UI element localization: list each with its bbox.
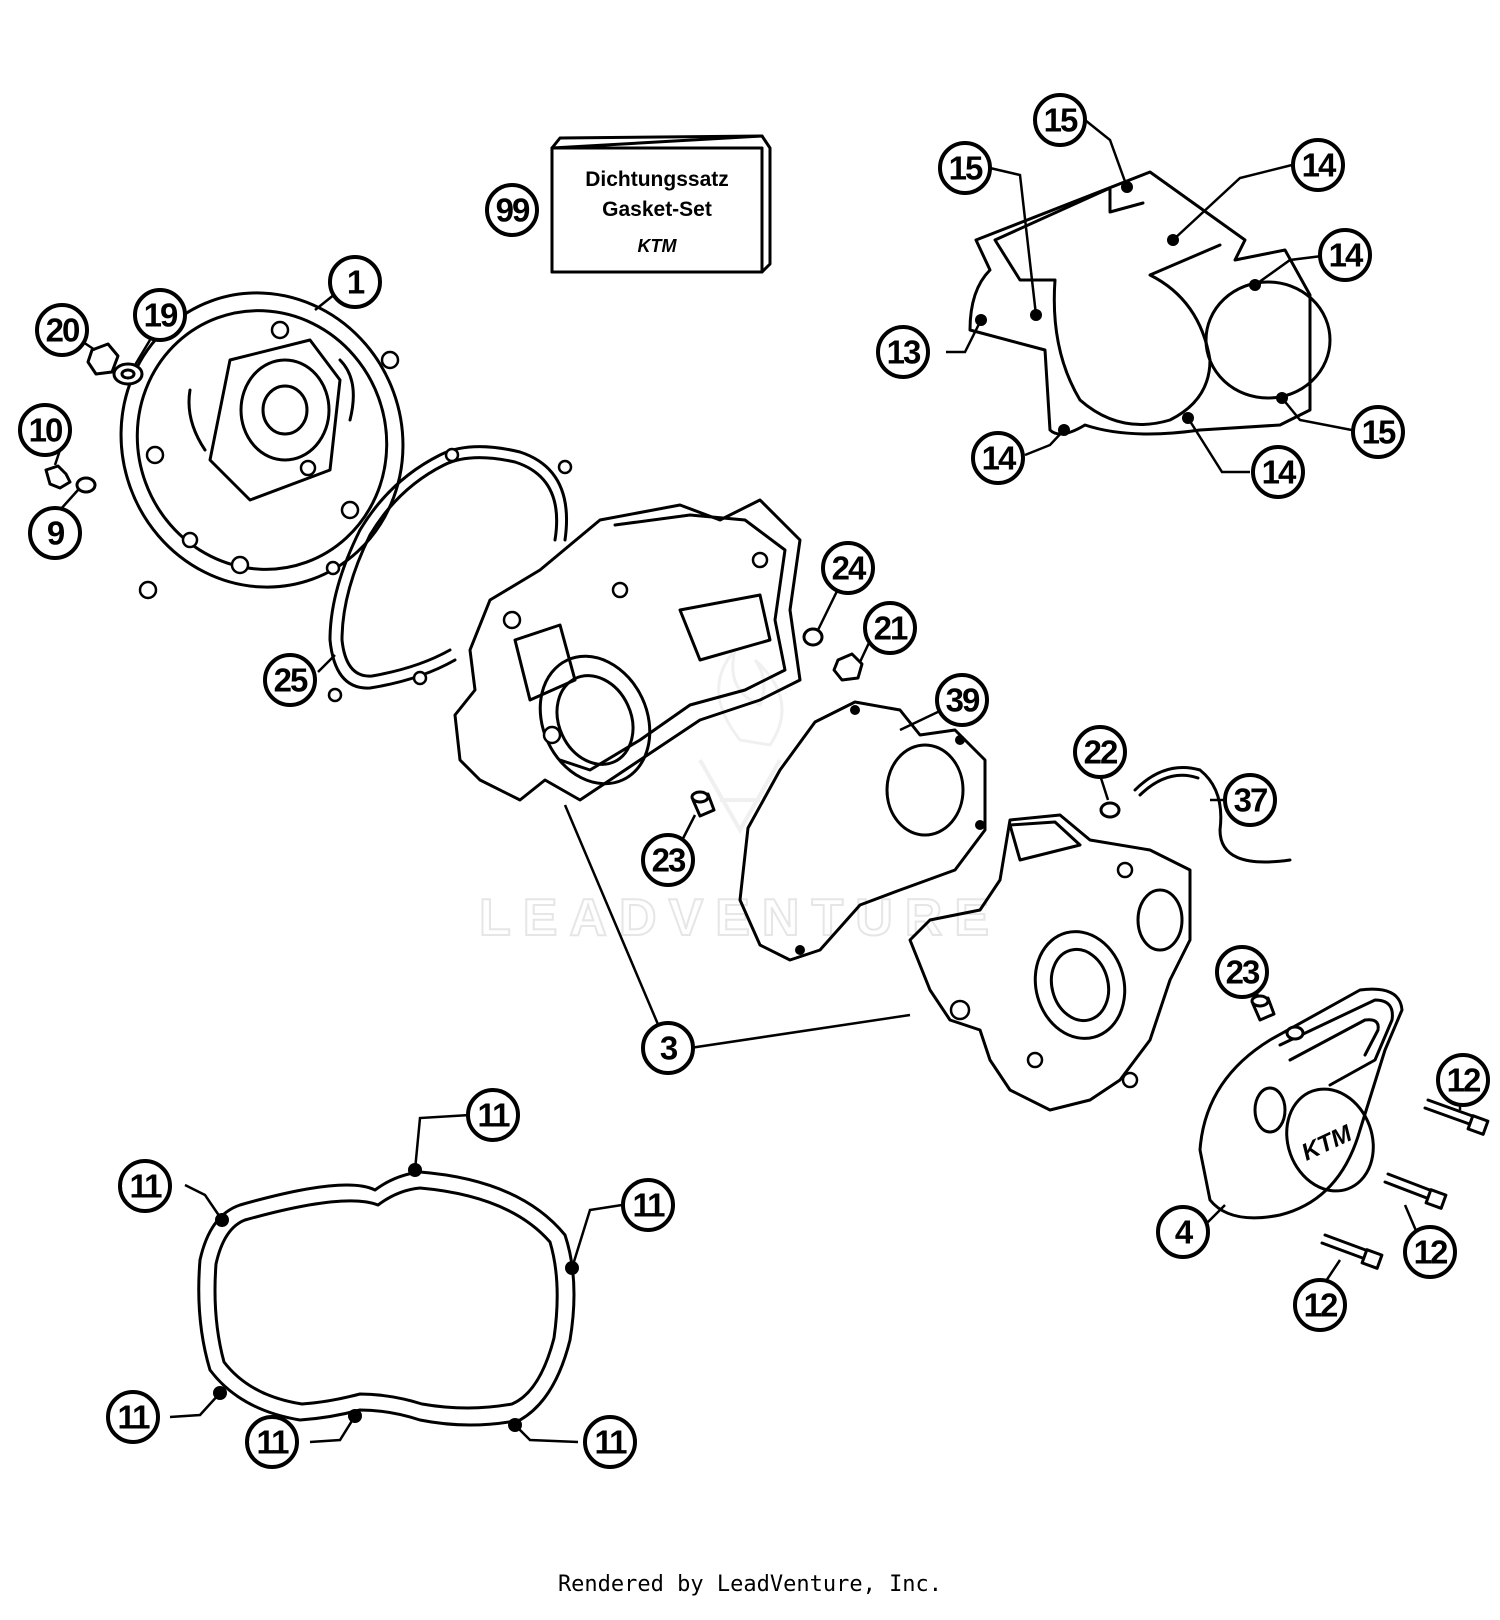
callout-14: 14 [971,431,1025,485]
callout-11: 11 [118,1159,172,1213]
crankcase-right-half [908,813,1192,1112]
svg-text:99: 99 [496,192,530,229]
watermark: LEADVENTURE [478,649,1001,948]
callout-10: 10 [18,403,72,457]
callout-23: 23 [641,833,695,887]
callout-39: 39 [935,673,989,727]
svg-text:4: 4 [1175,1214,1194,1251]
svg-text:9: 9 [47,515,65,552]
callout-22: 22 [1073,725,1127,779]
callout-3: 3 [641,1021,695,1075]
clutch-cover-gasket [325,445,573,703]
crankcase-left-half [453,498,802,802]
svg-text:23: 23 [1226,954,1260,991]
svg-text:10: 10 [29,412,62,449]
svg-text:37: 37 [1234,782,1267,819]
breather-hose [1099,766,1292,864]
svg-text:11: 11 [118,1399,151,1436]
svg-text:11: 11 [130,1168,163,1205]
callout-1: 1 [328,255,382,309]
callout-13: 13 [876,325,930,379]
watermark-text: LEADVENTURE [479,889,1001,947]
callout-12: 12 [1293,1278,1347,1332]
gasket-set-box: Dichtungssatz Gasket-Set KTM [550,134,772,274]
render-credit: Rendered by LeadVenture, Inc. [557,1572,943,1597]
callout-4: 4 [1156,1205,1210,1259]
svg-text:22: 22 [1084,734,1118,771]
svg-text:39: 39 [946,682,980,719]
svg-text:13: 13 [887,334,921,371]
callout-25: 25 [263,653,317,707]
ktm-logo: KTM [638,236,678,256]
dowel-pin [1250,994,1276,1022]
watermark-logo-icon [698,649,784,835]
svg-text:1: 1 [347,264,365,301]
oil-plug [86,342,144,386]
svg-text:23: 23 [652,842,686,879]
gasket-set-title-de: Dichtungssatz [585,168,729,191]
svg-text:14: 14 [1302,147,1337,184]
callout-15: 15 [938,141,992,195]
svg-text:15: 15 [1044,102,1078,139]
svg-text:12: 12 [1304,1287,1338,1324]
svg-text:12: 12 [1414,1234,1448,1271]
cylinder-base-gasket [738,700,987,962]
callout-14: 14 [1291,138,1345,192]
callout-21: 21 [863,601,917,655]
gasket-set-title-en: Gasket-Set [602,198,712,221]
svg-text:24: 24 [832,550,867,587]
svg-text:11: 11 [257,1424,290,1461]
crankcase-bolt [802,627,864,682]
svg-text:15: 15 [949,150,983,187]
callout-12: 12 [1403,1225,1457,1279]
callout-19: 19 [133,288,187,342]
svg-text:15: 15 [1362,414,1396,451]
dowel-pin [690,790,716,818]
callout-15: 15 [1351,405,1405,459]
callout-37: 37 [1223,773,1277,827]
callout-11: 11 [245,1415,299,1469]
callout-11: 11 [621,1178,675,1232]
callout-11: 11 [106,1390,160,1444]
small-screw [44,464,97,494]
callout-12: 12 [1436,1053,1490,1107]
callout-14: 14 [1318,228,1372,282]
svg-text:11: 11 [478,1097,511,1134]
ignition-cover: KTM [1198,987,1404,1220]
callout-99: 99 [485,183,539,237]
ignition-cover-bolts [1320,1098,1490,1270]
callout-11: 11 [583,1415,637,1469]
svg-text:14: 14 [1329,237,1364,274]
svg-text:19: 19 [144,297,178,334]
clutch-cover [119,291,405,600]
ignition-cover-gasket [968,170,1332,436]
svg-text:12: 12 [1447,1062,1481,1099]
svg-text:20: 20 [46,312,79,349]
svg-text:21: 21 [874,610,908,647]
callout-9: 9 [28,506,82,560]
svg-text:14: 14 [982,440,1017,477]
svg-text:3: 3 [660,1030,678,1067]
svg-text:25: 25 [274,662,308,699]
svg-text:14: 14 [1262,454,1297,491]
callout-20: 20 [35,303,89,357]
callout-23: 23 [1215,945,1269,999]
outer-clutch-gasket [197,1163,579,1432]
callout-14: 14 [1251,445,1305,499]
callout-15: 15 [1033,93,1087,147]
callout-24: 24 [821,541,875,595]
callout-11: 11 [466,1088,520,1142]
svg-text:11: 11 [595,1424,628,1461]
svg-text:11: 11 [633,1187,666,1224]
